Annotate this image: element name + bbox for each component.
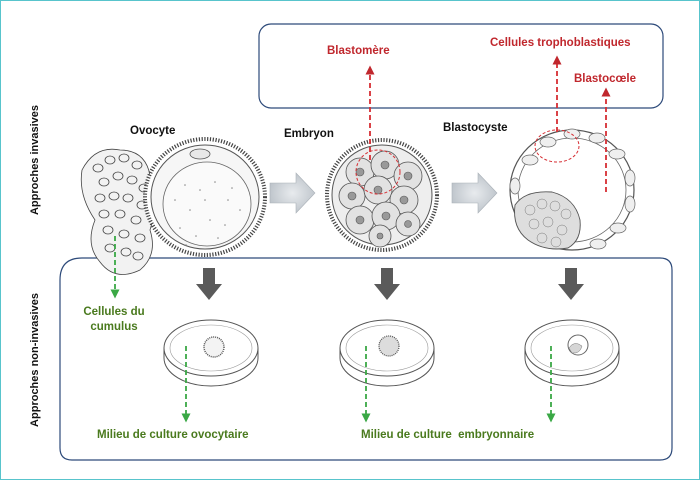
cumulus-cells-icon (80, 148, 156, 275)
label-invasive: Approches invasives (29, 105, 41, 215)
transition-arrow-embryo-blastocyst (451, 172, 498, 214)
down-arrow-blastocyst (558, 268, 584, 300)
petri-dish-embryo-icon (339, 319, 435, 387)
stage-embryo-label: Embryon (284, 128, 334, 140)
non-invasive-box (59, 257, 673, 461)
cumulus-label-line1: Cellules du (83, 306, 144, 318)
down-arrow-oocyte (196, 268, 222, 300)
embryo-icon (325, 138, 439, 252)
oocyte-medium-label: Milieu de culture ovocytaire (97, 429, 248, 441)
embryo-medium-label: Milieu de culture embryonnaire (361, 429, 534, 441)
down-arrow-embryo (374, 268, 400, 300)
blastomere-highlight (355, 149, 401, 195)
trophoblast-highlight (534, 129, 580, 163)
blastomere-label: Blastomère (327, 45, 390, 57)
transition-arrow-oocyte-embryo (269, 172, 316, 214)
petri-dish-oocyte-icon (163, 319, 259, 387)
cumulus-label-line2: cumulus (90, 321, 137, 333)
stage-blastocyst-label: Blastocyste (443, 122, 508, 134)
invasive-box (258, 23, 664, 109)
petri-dish-blastocyst-icon (524, 319, 620, 387)
oocyte-icon (143, 137, 267, 257)
trophoblast-label: Cellules trophoblastiques (490, 37, 631, 49)
stage-oocyte-label: Ovocyte (130, 125, 175, 137)
blastocoel-label: Blastocœle (574, 73, 636, 85)
label-non-invasive: Approches non-invasives (29, 293, 41, 427)
blastocyst-icon (509, 128, 636, 251)
